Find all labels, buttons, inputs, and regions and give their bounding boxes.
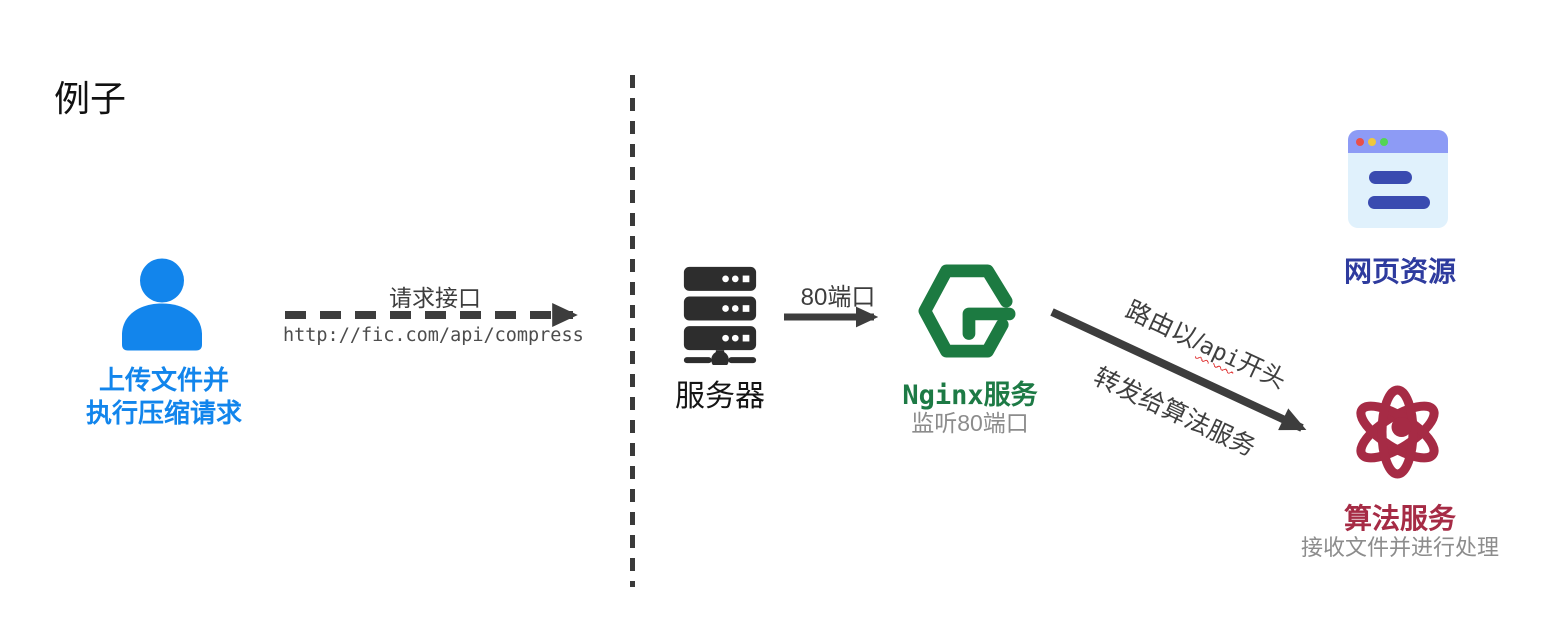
- algorithm-service-label: 算法服务: [1343, 503, 1456, 534]
- person-icon: [122, 258, 202, 351]
- nginx-sublabel: 监听80端口: [911, 410, 1029, 436]
- algorithm-service-sublabel: 接收文件并进行处理: [1300, 535, 1499, 560]
- browser-content-line-2: [1368, 196, 1430, 209]
- browser-titlebar: [1348, 130, 1448, 153]
- server-label: 服务器: [675, 380, 765, 413]
- browser-dot-red: [1356, 138, 1364, 146]
- port-solid-arrow: [784, 306, 879, 328]
- nginx-label-en: Nginx: [902, 380, 984, 411]
- request-url-label: http://fic.com/api/compress: [283, 325, 584, 346]
- route-diagonal-arrow: [1050, 308, 1307, 432]
- user-caption-line2: 执行压缩请求: [85, 397, 242, 428]
- browser-dot-yellow: [1368, 138, 1376, 146]
- web-resource-label: 网页资源: [1343, 256, 1456, 287]
- page-title: 例子: [54, 78, 127, 119]
- browser-dot-green: [1380, 138, 1388, 146]
- nginx-label: Nginx服务: [880, 373, 1060, 412]
- server-icon: [683, 266, 757, 365]
- user-caption-line1: 上传文件并: [98, 365, 229, 395]
- request-dashed-arrow: [285, 303, 578, 327]
- browser-content-line-1: [1369, 171, 1412, 184]
- atom-icon: [1356, 385, 1439, 479]
- request-edge-label: 请求接口: [389, 285, 481, 311]
- user-caption: 上传文件并 执行压缩请求: [38, 364, 290, 430]
- nginx-label-zh: 服务: [983, 380, 1038, 410]
- browser-window-icon: [1348, 130, 1448, 228]
- nginx-hexagon-icon: [918, 264, 1016, 358]
- section-divider: [630, 75, 635, 587]
